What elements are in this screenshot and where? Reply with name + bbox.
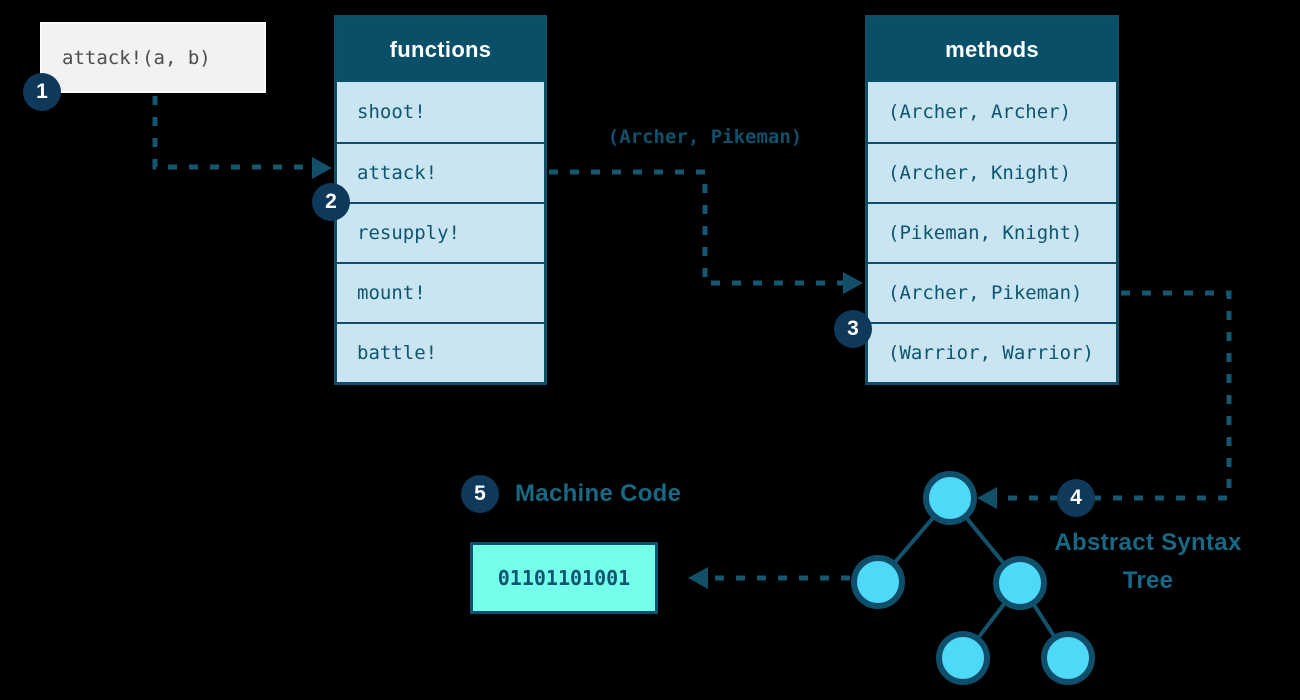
arrow-call-to-functions <box>152 96 332 179</box>
ast-label-line2: Tree <box>1122 567 1174 594</box>
step-badge-3: 3 <box>834 310 872 348</box>
dashed-line <box>995 290 1232 501</box>
arrowhead-right-icon <box>843 272 863 294</box>
function-call-box: attack!(a, b) <box>40 22 266 93</box>
arrowhead-left-icon <box>688 567 708 589</box>
tree-node-grandchild-left <box>936 631 990 685</box>
table-row: (Archer, Archer) <box>868 82 1116 142</box>
methods-table: methods (Archer, Archer) (Archer, Knight… <box>865 15 1119 385</box>
table-row: battle! <box>337 322 544 382</box>
methods-table-header: methods <box>868 18 1116 82</box>
table-row: (Archer, Pikeman) <box>868 262 1116 322</box>
step-badge-2: 2 <box>312 183 350 221</box>
arrow-ast-to-machine-code <box>688 567 850 589</box>
ast-tree <box>851 471 1095 685</box>
step-badge-1: 1 <box>23 73 61 111</box>
table-row: mount! <box>337 262 544 322</box>
dashed-line <box>152 96 318 170</box>
call-code: attack!(a, b) <box>62 46 211 69</box>
tree-node-grandchild-right <box>1041 631 1095 685</box>
table-row: shoot! <box>337 82 544 142</box>
machine-code-box: 01101101001 <box>470 542 658 614</box>
arrowhead-right-icon <box>312 157 332 179</box>
tree-node-root <box>923 471 977 525</box>
ast-label-line1: Abstract Syntax <box>1054 529 1242 556</box>
step-badge-4: 4 <box>1057 479 1095 517</box>
table-row: resupply! <box>337 202 544 262</box>
tree-node-left <box>851 555 905 609</box>
functions-table: functions shoot! attack! resupply! mount… <box>334 15 547 385</box>
arrow-methods-to-ast <box>977 290 1232 509</box>
table-row: (Pikeman, Knight) <box>868 202 1116 262</box>
dashed-line <box>549 169 848 286</box>
tree-node-right <box>993 556 1047 610</box>
table-row: (Warrior, Warrior) <box>868 322 1116 382</box>
machine-code-label: Machine Code <box>515 480 682 507</box>
arrow-functions-to-methods <box>549 169 863 294</box>
step-badge-5: 5 <box>461 475 499 513</box>
machine-code-value: 01101101001 <box>497 566 631 590</box>
table-row: (Archer, Knight) <box>868 142 1116 202</box>
table-row: attack! <box>337 142 544 202</box>
dispatch-tuple-label: (Archer, Pikeman) <box>607 126 803 148</box>
arrowhead-left-icon <box>977 487 997 509</box>
functions-table-header: functions <box>337 18 544 82</box>
